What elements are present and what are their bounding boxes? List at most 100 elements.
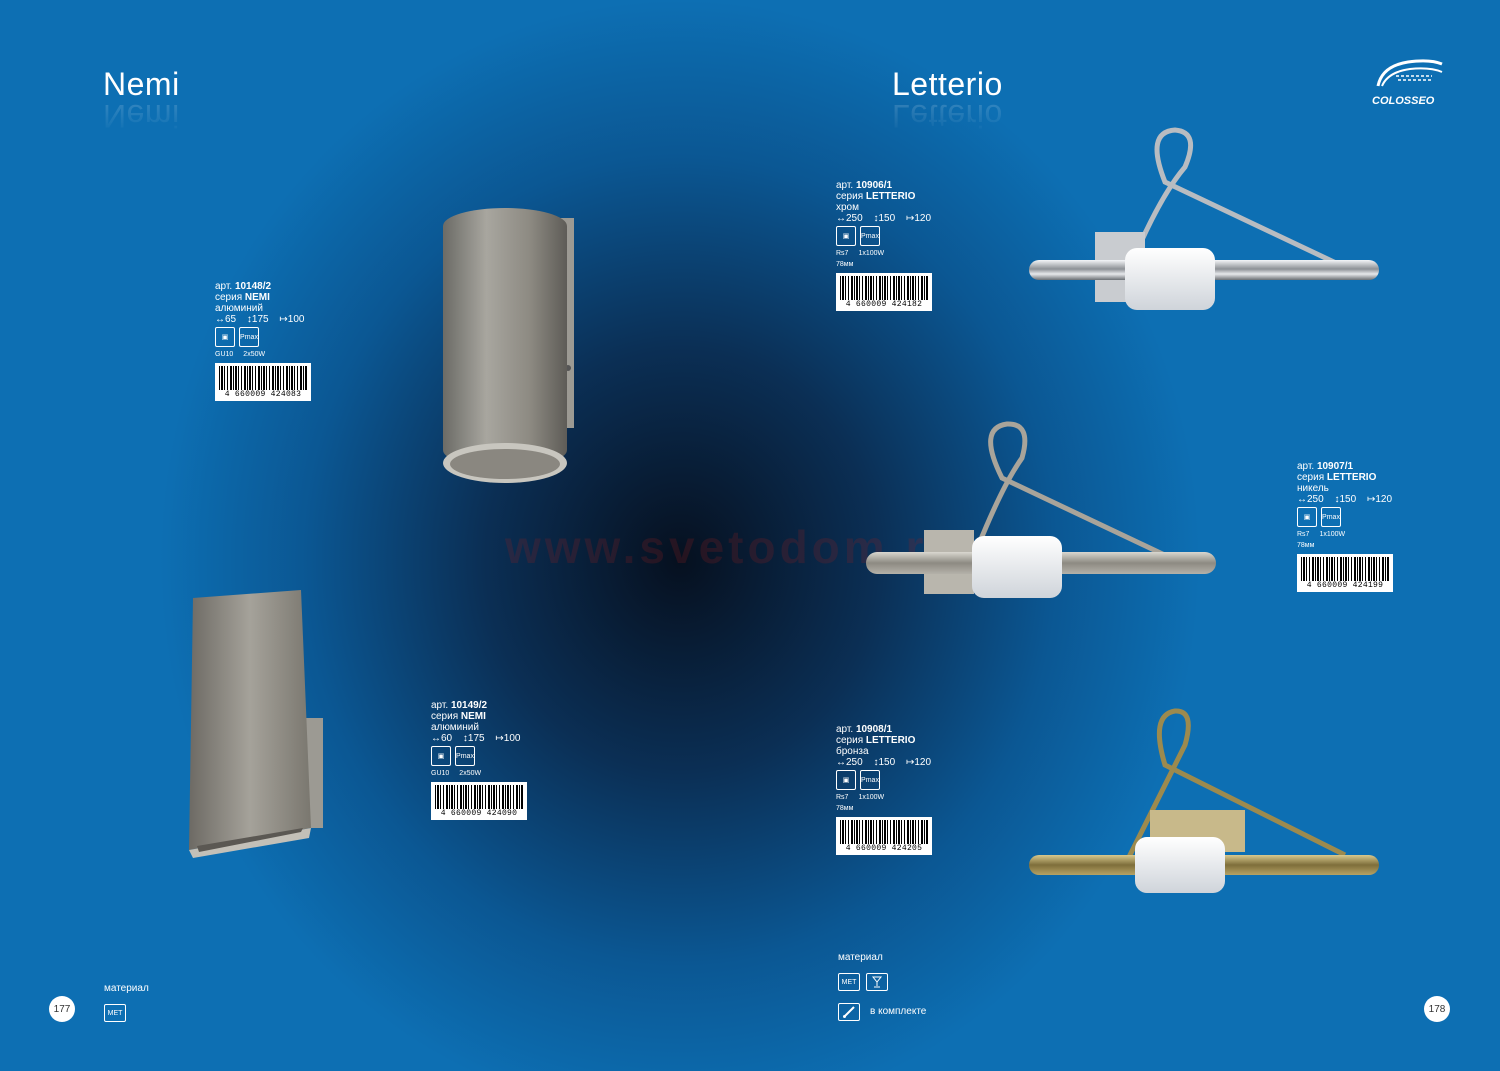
lamp-power: 1x100W [858, 250, 885, 257]
colosseo-logo: COLOSSEO [1372, 52, 1452, 107]
bulb-included-icon [838, 1003, 860, 1021]
lamp-tube-icon [843, 1006, 855, 1018]
spec-block-10908: арт. 10908/1 серия LETTERIO бронза ↔250 … [836, 724, 939, 855]
socket-type: GU10 [431, 770, 450, 777]
dim-depth: 120 [1375, 494, 1393, 505]
spec-block-10907: арт. 10907/1 серия LETTERIO никель ↔250 … [1297, 461, 1400, 592]
mount-icon: ▣ [836, 770, 856, 790]
series-prefix: серия [215, 292, 243, 303]
dim-depth: 120 [914, 213, 932, 224]
lamp-10908-image [1029, 708, 1379, 893]
included-label: в комплекте [870, 1006, 927, 1017]
series-name: NEMI [244, 292, 270, 303]
lamp-10907-image [866, 421, 1216, 598]
material-name: хром [836, 202, 859, 213]
lamp-10149-image [189, 590, 323, 858]
dim-height: 150 [878, 213, 896, 224]
dim-width: 60 [441, 733, 453, 744]
lamp-size: 78мм [836, 805, 854, 812]
barcode-digits: 4 660009 424083 [224, 390, 302, 399]
lamp-power: 1x100W [1319, 531, 1346, 538]
series-prefix: серия [431, 711, 459, 722]
series-name: LETTERIO [1326, 472, 1377, 483]
art-number: 10149/2 [450, 700, 488, 711]
series-prefix: серия [836, 735, 864, 746]
art-number: 10906/1 [855, 180, 893, 191]
art-prefix: арт. [836, 180, 854, 191]
page-title-letterio: Letterio [892, 66, 1003, 102]
mount-icon: ▣ [215, 327, 235, 347]
art-number: 10148/2 [234, 281, 272, 292]
spec-block-10148: арт. 10148/2 серия NEMI алюминий ↔65 ↕17… [215, 281, 312, 401]
lamp-10148-image [443, 208, 574, 483]
colosseo-logo-text: COLOSSEO [1372, 95, 1435, 107]
barcode-digits: 4 660009 424205 [845, 844, 923, 853]
dimensions: ↔250 ↕150 ↦120 [1297, 494, 1393, 505]
barcode-digits: 4 660009 424199 [1306, 581, 1384, 590]
dim-depth: 100 [503, 733, 521, 744]
glass-material-icon [866, 973, 888, 991]
series-prefix: серия [1297, 472, 1325, 483]
material-name: бронза [836, 746, 869, 757]
barcode: 4 660009 424199 [1297, 554, 1393, 592]
lamp-power: 1x100W [858, 794, 885, 801]
socket-type: Rs7 [1297, 531, 1310, 538]
dimensions: ↔250 ↕150 ↦120 [836, 213, 932, 224]
series-name: LETTERIO [865, 191, 916, 202]
dim-width: 250 [846, 757, 863, 768]
dimensions: ↔60 ↕175 ↦100 [431, 733, 521, 744]
wine-glass-icon [871, 976, 883, 988]
art-prefix: арт. [215, 281, 233, 292]
socket-type: GU10 [215, 351, 234, 358]
material-name: никель [1297, 483, 1329, 494]
page-title-nemi: Nemi [103, 66, 180, 102]
art-prefix: арт. [1297, 461, 1315, 472]
dim-width: 250 [846, 213, 863, 224]
art-number: 10908/1 [855, 724, 893, 735]
colosseo-logo-icon [1376, 59, 1443, 87]
material-label-left: материал [104, 983, 149, 994]
material-name: алюминий [215, 303, 263, 314]
lamp-power: 2x50W [459, 770, 482, 777]
barcode-digits: 4 660009 424090 [440, 809, 518, 818]
series-name: LETTERIO [865, 735, 916, 746]
dim-width: 250 [1307, 494, 1324, 505]
barcode: 4 660009 424205 [836, 817, 932, 855]
dim-height: 150 [878, 757, 896, 768]
barcode: 4 660009 424090 [431, 782, 527, 820]
dimensions: ↔65 ↕175 ↦100 [215, 314, 305, 325]
series-name: NEMI [460, 711, 486, 722]
material-name: алюминий [431, 722, 479, 733]
mount-icon: ▣ [1297, 507, 1317, 527]
art-number: 10907/1 [1316, 461, 1354, 472]
dim-width: 65 [225, 314, 237, 325]
lamp-power: 2x50W [243, 351, 266, 358]
mount-icon: ▣ [431, 746, 451, 766]
lamp-size: 78мм [836, 261, 854, 268]
dim-height: 150 [1339, 494, 1357, 505]
dim-height: 175 [251, 314, 269, 325]
art-prefix: арт. [836, 724, 854, 735]
dim-depth: 120 [914, 757, 932, 768]
socket-type: Rs7 [836, 250, 849, 257]
page-number-left: 177 [49, 996, 75, 1022]
dim-depth: 100 [287, 314, 305, 325]
material-badge-met-right: MET [838, 973, 860, 991]
page-number-right: 178 [1424, 996, 1450, 1022]
barcode: 4 660009 424182 [836, 273, 932, 311]
mount-icon: ▣ [836, 226, 856, 246]
material-label-right: материал [838, 952, 883, 963]
barcode: 4 660009 424083 [215, 363, 311, 401]
dim-height: 175 [467, 733, 485, 744]
art-prefix: арт. [431, 700, 449, 711]
spec-block-10906: арт. 10906/1 серия LETTERIO хром ↔250 ↕1… [836, 180, 939, 311]
lamp-size: 78мм [1297, 542, 1315, 549]
dimensions: ↔250 ↕150 ↦120 [836, 757, 932, 768]
barcode-digits: 4 660009 424182 [845, 300, 923, 309]
series-prefix: серия [836, 191, 864, 202]
